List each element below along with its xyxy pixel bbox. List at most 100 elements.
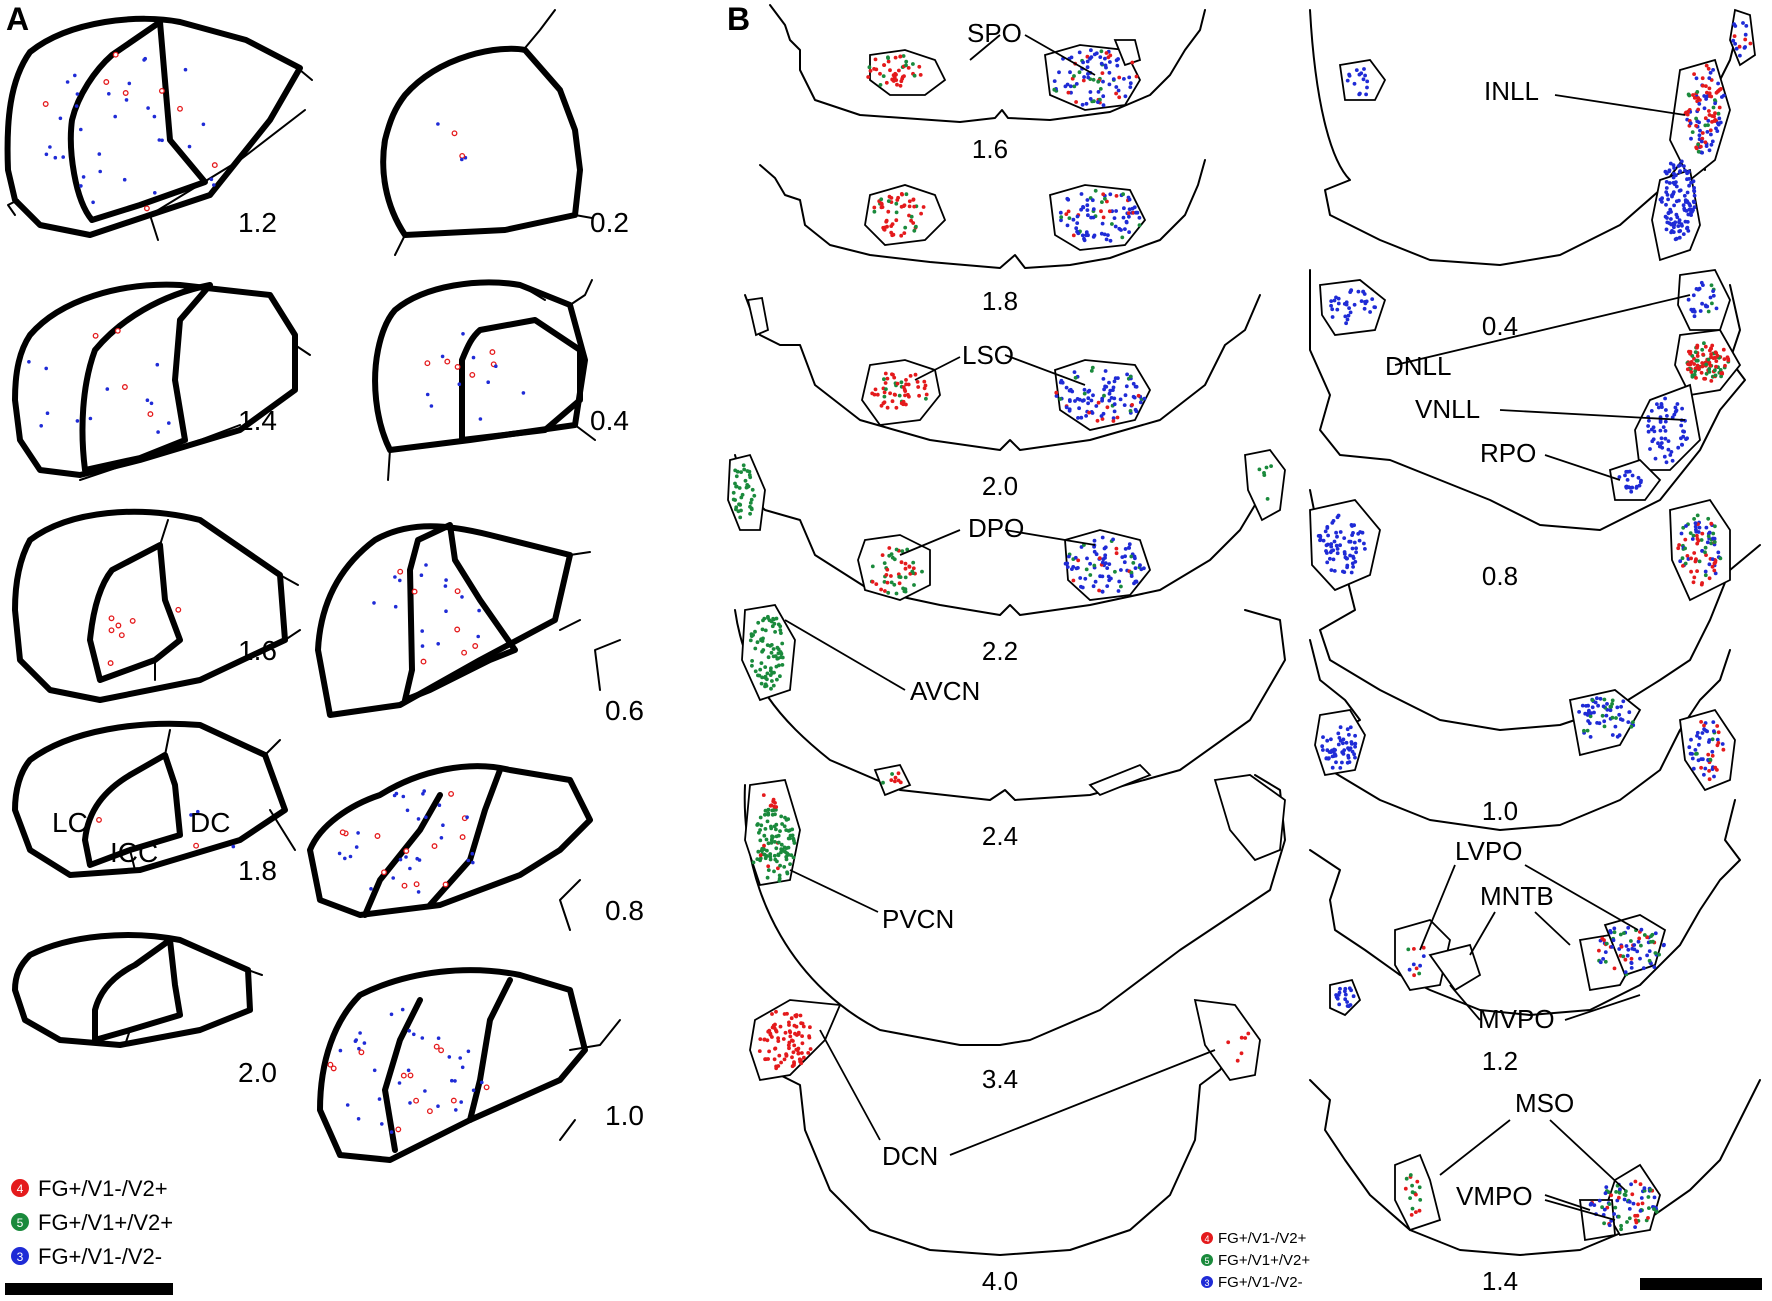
labeled-cell-dot <box>913 372 918 377</box>
labeled-cell-dot <box>1691 533 1696 538</box>
labeled-cell-dot <box>753 669 758 674</box>
labeled-cell-dot <box>1617 1195 1621 1200</box>
labeled-cell-dot <box>1713 373 1718 378</box>
labeled-cell-dot <box>1325 526 1330 530</box>
labeled-cell-dot <box>1081 78 1086 83</box>
labeled-cell-dot <box>1324 543 1329 548</box>
labeled-cell-dot <box>1071 578 1076 583</box>
labeled-cell-dot <box>1415 1179 1420 1184</box>
labeled-cell-dot <box>79 127 83 132</box>
labeled-cell-dot <box>784 846 789 850</box>
labeled-cell-dot <box>890 399 895 404</box>
labeled-cell-dot <box>1058 397 1063 401</box>
labeled-cell-dot <box>898 780 903 785</box>
dots-a-0.2 <box>436 122 468 162</box>
labeled-cell-dot <box>912 73 917 78</box>
labeled-cell-dot <box>1349 988 1353 993</box>
labeled-cell-dot <box>1691 208 1695 213</box>
labeled-cell-dot <box>465 815 469 819</box>
labeled-cell-dot <box>1704 525 1709 530</box>
labeled-cell-dot <box>784 1054 789 1058</box>
dots-a-0.4 <box>424 332 526 421</box>
labeled-cell-dot <box>1332 539 1337 544</box>
labeled-cell-dot <box>1064 405 1069 410</box>
labeled-cell-dot <box>1657 952 1661 957</box>
labeled-cell-dot <box>1639 943 1643 948</box>
scale-bar-b <box>1640 1278 1762 1290</box>
labeled-cell-dot <box>1087 410 1091 415</box>
labeled-cell-dot <box>1680 406 1684 411</box>
labeled-cell-dot <box>1719 371 1724 376</box>
labeled-cell-dot <box>1691 766 1696 771</box>
labeled-cell-dot <box>762 843 766 848</box>
labeled-cell-dot <box>1695 90 1700 94</box>
labeled-cell-dot <box>1731 38 1736 43</box>
legend-b-swatch-red <box>1201 1232 1213 1244</box>
labeled-cell-dot <box>886 590 891 595</box>
labeled-cell-dot <box>1658 420 1663 424</box>
labeled-cell-dot <box>1084 230 1089 235</box>
labeled-cell-dot <box>1054 394 1059 398</box>
dots-b-4.0-dcn <box>757 1009 813 1071</box>
labeled-cell-dot <box>1128 409 1133 413</box>
labeled-cell-dot <box>1080 233 1085 238</box>
labeled-cell-dot <box>1671 175 1676 180</box>
labeled-cell-dot <box>1627 469 1632 474</box>
labeled-cell-dot <box>1612 966 1617 971</box>
labeled-cell-dot <box>1121 215 1126 220</box>
labeled-cell-dot <box>1710 557 1715 561</box>
labeled-cell-dot <box>108 627 115 634</box>
labeled-cell-dot <box>1106 574 1111 579</box>
labeled-cell-dot <box>1626 947 1631 952</box>
brainstem-1.8: 1.8 <box>759 159 1206 316</box>
labeled-cell-dot <box>777 873 782 878</box>
labeled-cell-dot <box>112 51 119 58</box>
labeled-cell-dot <box>796 1051 801 1056</box>
labeled-cell-dot <box>1335 551 1340 556</box>
labeled-cell-dot <box>1588 735 1593 739</box>
labeled-cell-dot <box>733 498 737 502</box>
labeled-cell-dot <box>471 860 475 865</box>
labeled-cell-dot <box>1668 207 1673 212</box>
labeled-cell-dot <box>1417 1185 1422 1190</box>
labeled-cell-dot <box>1094 552 1099 557</box>
labeled-cell-dot <box>1663 419 1668 424</box>
labeled-cell-dot <box>1347 73 1352 78</box>
labeled-cell-dot <box>904 63 908 68</box>
labeled-cell-dot <box>461 649 468 656</box>
labeled-cell-dot <box>1096 79 1101 84</box>
labeled-cell-dot <box>1101 94 1106 99</box>
labeled-cell-dot <box>1690 756 1695 761</box>
dots-b-1.0-left <box>1316 513 1367 575</box>
labeled-cell-dot <box>1713 558 1718 563</box>
labeled-cell-dot <box>193 842 200 849</box>
labeled-cell-dot <box>1577 710 1581 714</box>
labeled-cell-dot <box>1264 465 1269 470</box>
labeled-cell-dot <box>762 852 766 857</box>
labeled-cell-dot <box>1689 180 1693 185</box>
labeled-cell-dot <box>1659 441 1664 445</box>
labeled-cell-dot <box>1627 1216 1632 1221</box>
labeled-cell-dot <box>1681 232 1686 237</box>
labeled-cell-dot <box>776 651 781 656</box>
labeled-cell-dot <box>1622 1197 1627 1202</box>
dots-b-2.2-farright <box>1257 464 1273 501</box>
labeled-cell-dot <box>1368 310 1372 314</box>
level-b-1.2: 1.2 <box>1482 1046 1518 1076</box>
labeled-cell-dot <box>1345 565 1349 570</box>
labeled-cell-dot <box>774 808 778 812</box>
labeled-cell-dot <box>45 411 50 416</box>
labeled-cell-dot <box>899 204 904 209</box>
labeled-cell-dot <box>808 1025 812 1030</box>
labeled-cell-dot <box>1687 349 1691 354</box>
labeled-cell-dot <box>1714 359 1719 363</box>
labeled-cell-dot <box>1104 51 1109 55</box>
region-dc: DC <box>190 807 230 838</box>
labeled-cell-dot <box>1665 193 1670 197</box>
labeled-cell-dot <box>774 827 778 832</box>
legend-b-label-green: FG+/V1+/V2+ <box>1218 1252 1310 1269</box>
labeled-cell-dot <box>339 829 346 836</box>
labeled-cell-dot <box>781 1037 786 1041</box>
labeled-cell-dot <box>1115 63 1120 68</box>
brainstem-0.8: DNLL VNLL RPO 0.8 <box>1309 269 1746 591</box>
